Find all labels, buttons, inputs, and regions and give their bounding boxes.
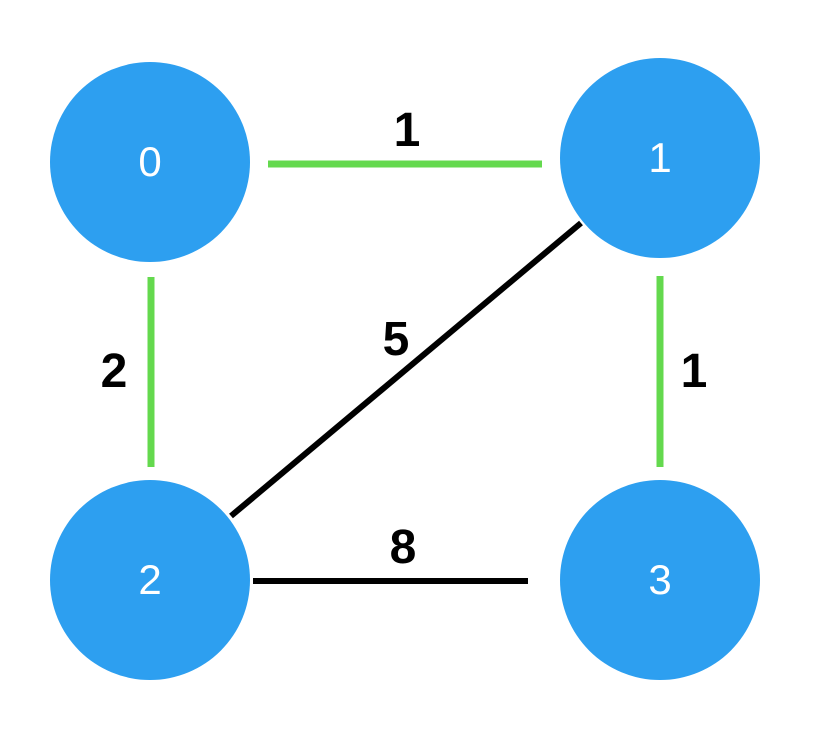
edge-weight-2-3: 8 <box>389 521 417 574</box>
edge-1-2 <box>229 220 583 519</box>
graph-node-0[interactable]: 0 <box>50 62 250 262</box>
graph-node-1[interactable]: 1 <box>560 58 760 258</box>
edge-weight-0-1: 1 <box>393 104 421 157</box>
edge-weight-1-3: 1 <box>680 345 708 398</box>
edge-weight-1-2: 5 <box>382 313 410 366</box>
node-label-1: 1 <box>648 134 672 181</box>
node-label-0: 0 <box>138 138 162 185</box>
graph-node-2[interactable]: 2 <box>50 480 250 680</box>
graph-node-3[interactable]: 3 <box>560 480 760 680</box>
edge-weight-0-2: 2 <box>100 345 128 398</box>
node-label-3: 3 <box>648 556 672 603</box>
node-label-2: 2 <box>138 556 162 603</box>
